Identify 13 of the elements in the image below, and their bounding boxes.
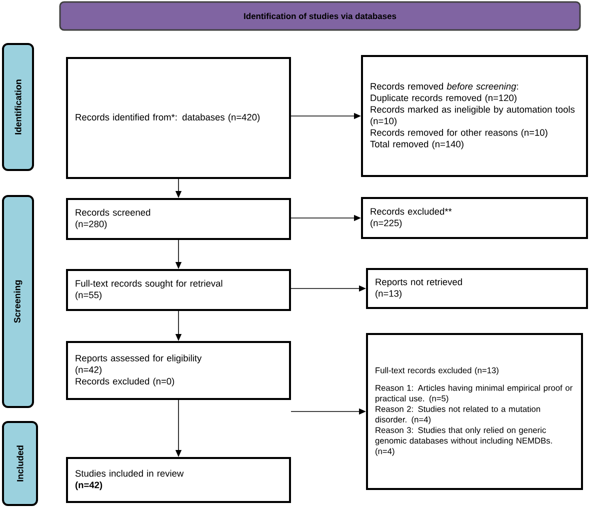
process-box: Records screened (n=280) bbox=[66, 198, 291, 240]
phase-label: Included bbox=[2, 421, 38, 506]
process-box: Reports assessed for eligibility (n=42) Records excluded (n=0) bbox=[66, 341, 291, 400]
process-box: Reports not retrieved (n=13) bbox=[366, 268, 588, 309]
process-box: Records identified from*: databases (n=420) bbox=[66, 57, 291, 179]
process-box: Studies included in review (n=42) bbox=[66, 457, 291, 503]
phase-label: Screening bbox=[2, 195, 34, 408]
process-box: Full-text records sought for retrieval (n=55) bbox=[66, 269, 291, 311]
process-box: Full-text records excluded (n=13) Reason 1: Articles having minimal empirical proof or practical use. (n=5) Reason 2: Studies not related to a mutation disorder. (n=4) Reason 3: Studies that only relied on generic genomic databases without including NEMDBs. (n=4) bbox=[366, 333, 583, 490]
section-header-bar: Identification of studies via databases bbox=[59, 1, 581, 31]
phase-label: Identification bbox=[2, 43, 34, 171]
process-box: Records excluded** (n=225) bbox=[361, 197, 588, 239]
process-box: Records removed before screening: Duplicate records removed (n=120) Records marked as ineligible by automation tools (n=10) Records removed for other reasons (n=10) Total removed (n=140) bbox=[361, 55, 588, 177]
